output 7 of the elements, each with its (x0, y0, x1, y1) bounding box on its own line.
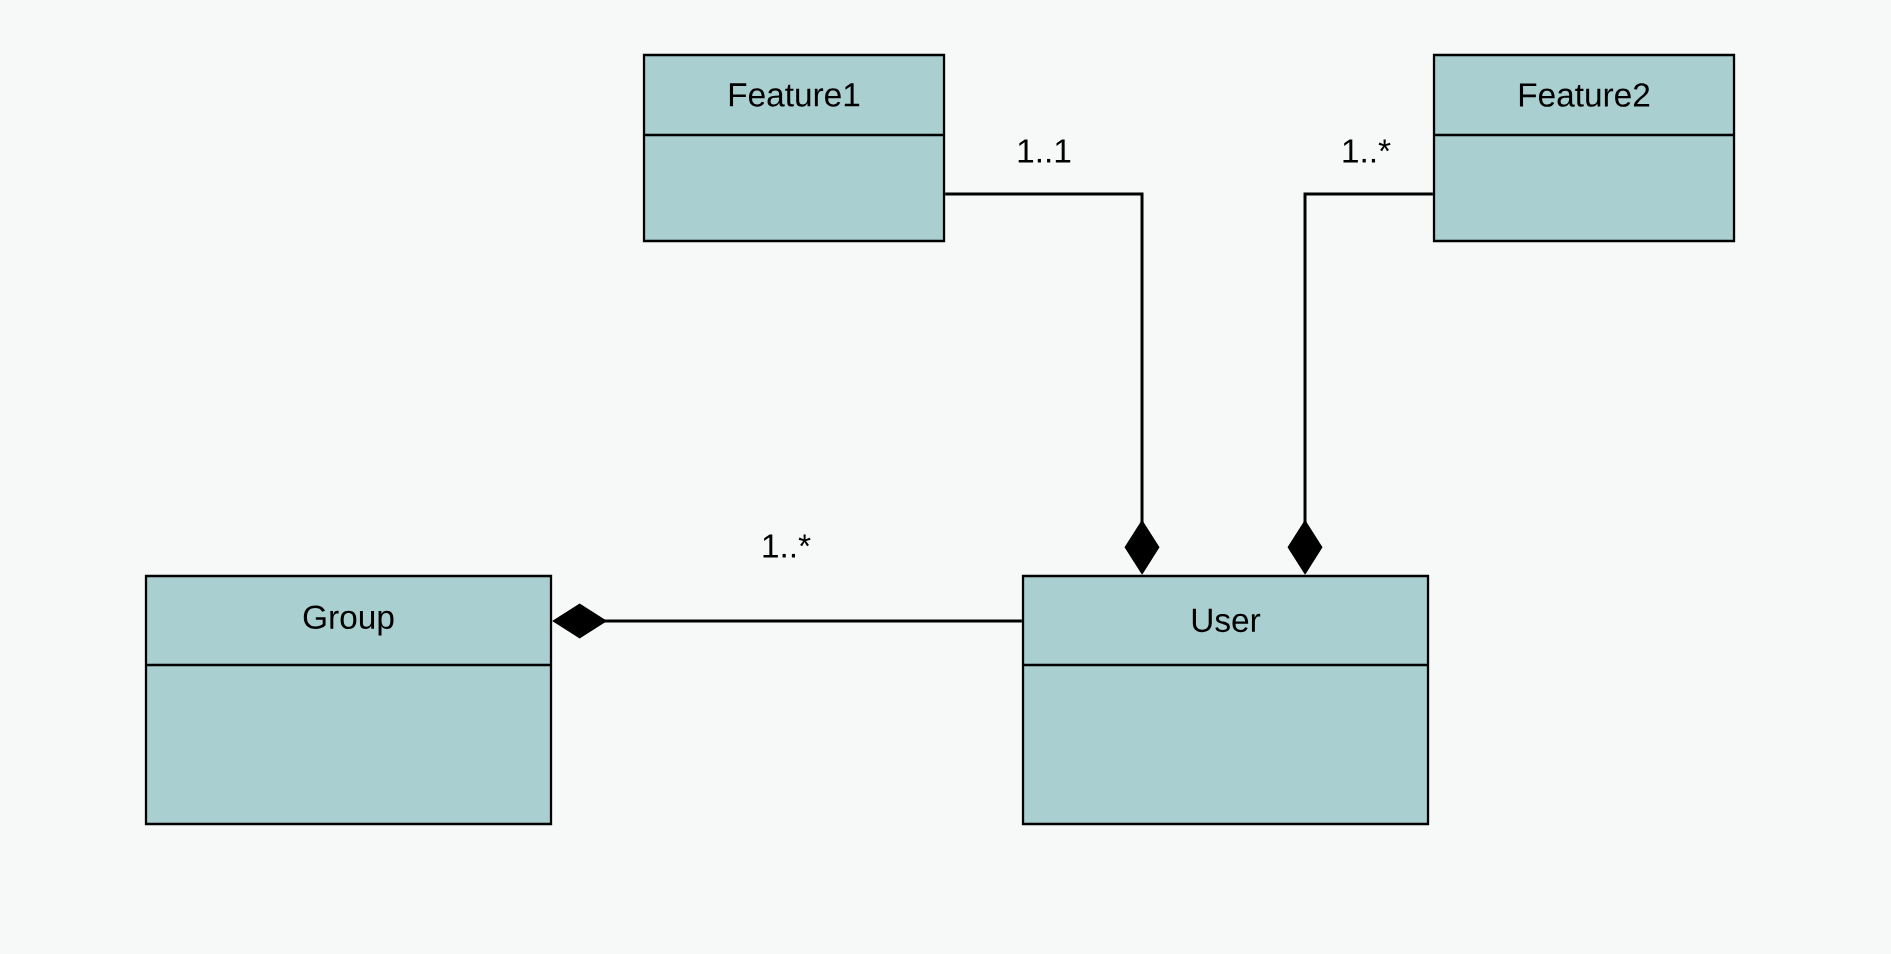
class-box: Group (144, 574, 553, 826)
multiplicity-label: 1..1 (1012, 136, 1076, 166)
class-box: Feature1 (642, 53, 946, 243)
multiplicity-label: 1..* (1337, 136, 1395, 166)
class-box: User (1021, 574, 1430, 826)
multiplicity-label: 1..* (757, 531, 815, 561)
class-box: Feature2 (1432, 53, 1736, 243)
